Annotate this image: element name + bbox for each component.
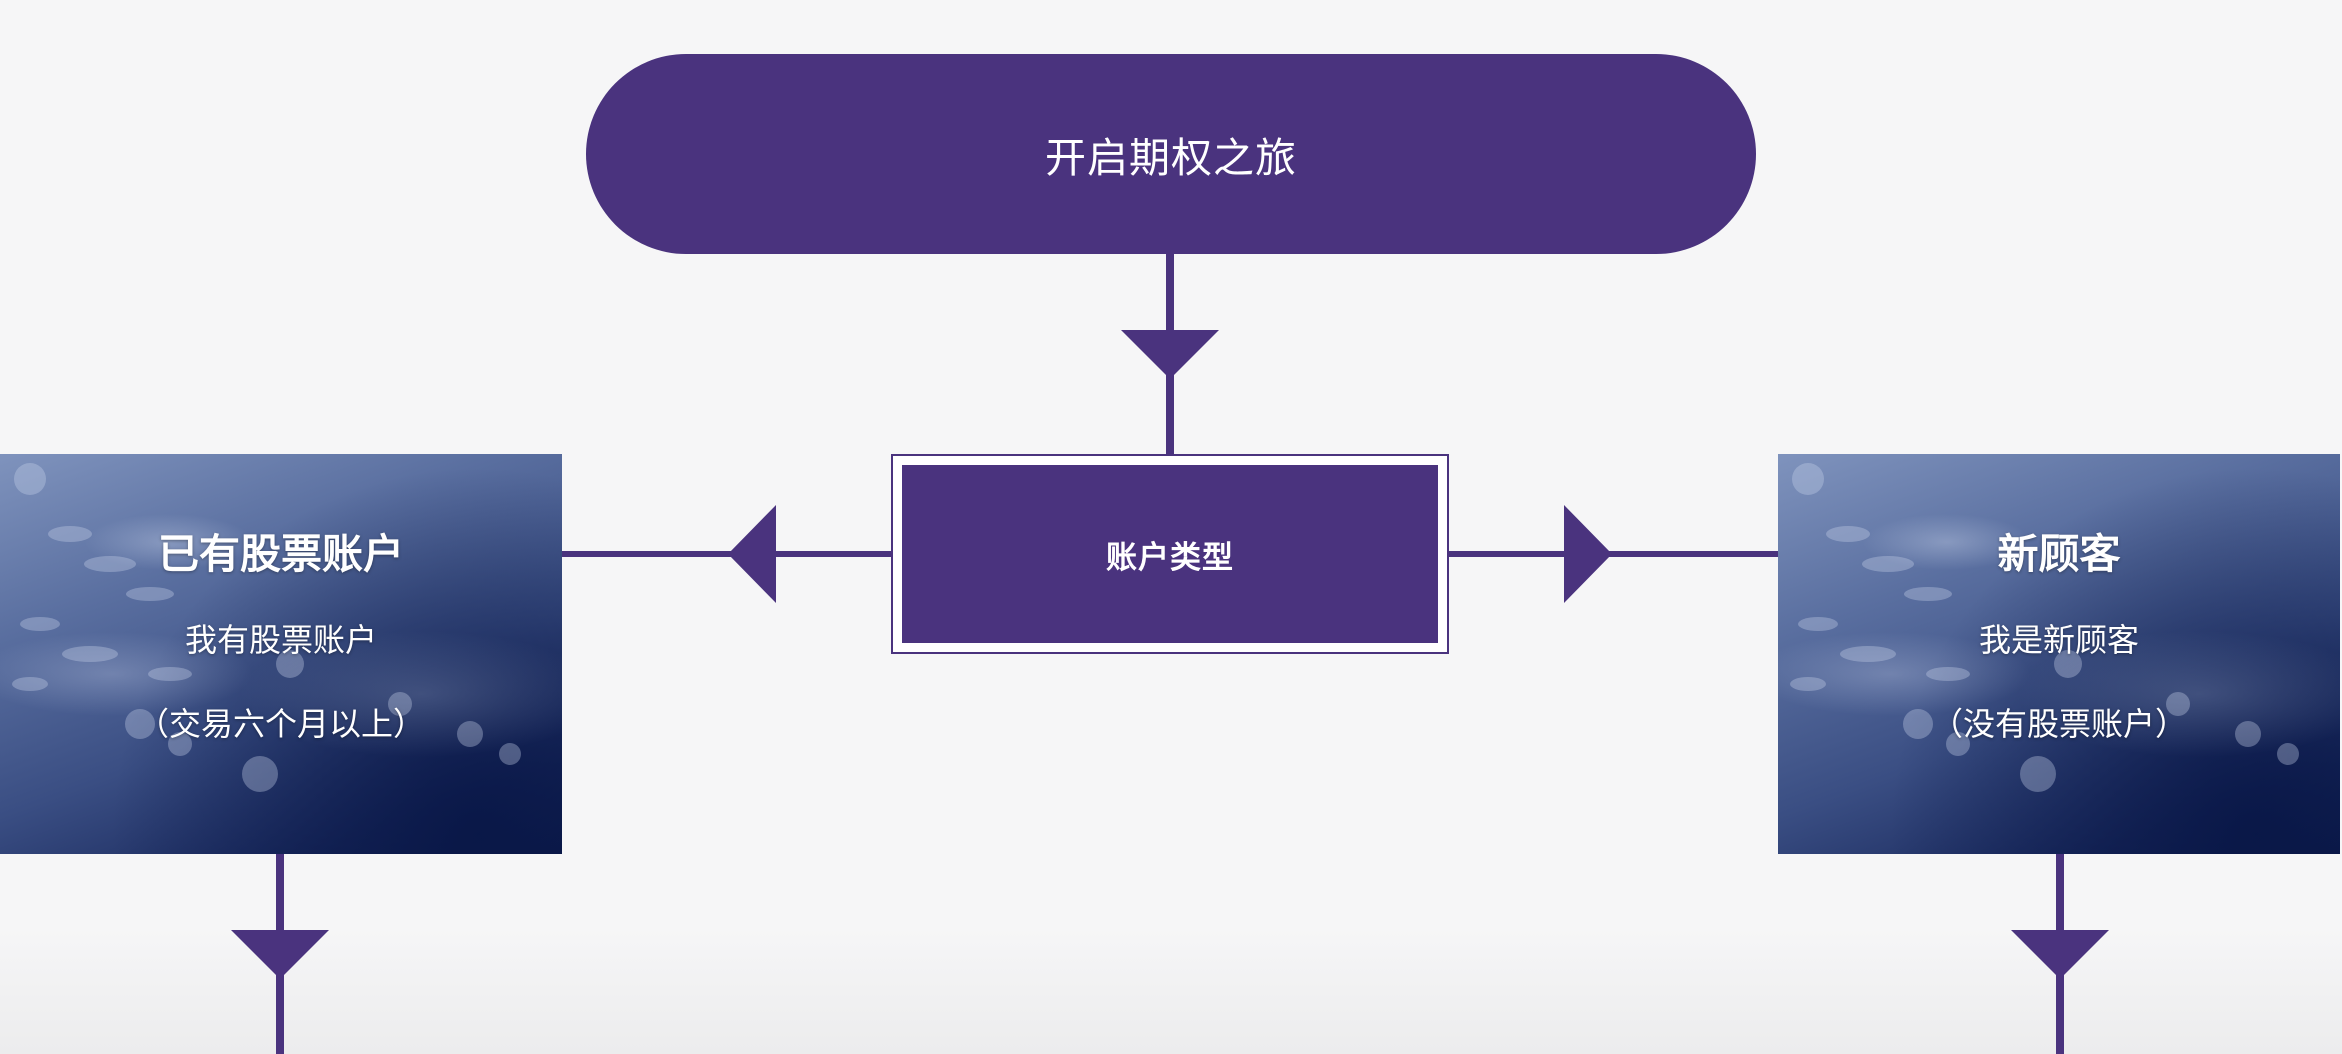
branch-card-existing-account: 已有股票账户 我有股票账户 （交易六个月以上） bbox=[0, 454, 562, 854]
start-node: 开启期权之旅 bbox=[586, 54, 1756, 254]
arrow-right-to-new bbox=[1564, 505, 1612, 603]
card-background-image bbox=[1790, 463, 2299, 792]
branch-description: 我是新顾客 bbox=[1978, 621, 2139, 659]
decision-node-inner: 账户类型 bbox=[902, 465, 1438, 643]
branch-title: 新顾客 bbox=[1997, 530, 2121, 578]
arrow-down-to-type bbox=[1121, 330, 1219, 379]
branch-note: （交易六个月以上） bbox=[136, 705, 425, 743]
branch-description: 我有股票账户 bbox=[184, 621, 377, 659]
arrow-down-from-new bbox=[2011, 930, 2109, 979]
branch-title: 已有股票账户 bbox=[158, 530, 404, 578]
arrow-left-to-existing bbox=[728, 505, 776, 603]
branch-note: （没有股票账户） bbox=[1930, 705, 2187, 743]
card-background-image bbox=[12, 463, 521, 792]
branch-card-new-customer: 新顾客 我是新顾客 （没有股票账户） bbox=[1778, 454, 2340, 854]
decision-node-account-type: 账户类型 bbox=[891, 454, 1449, 654]
arrow-down-from-existing bbox=[231, 930, 329, 979]
decision-node-label: 账户类型 bbox=[1106, 539, 1234, 576]
start-node-label: 开启期权之旅 bbox=[1045, 134, 1297, 182]
